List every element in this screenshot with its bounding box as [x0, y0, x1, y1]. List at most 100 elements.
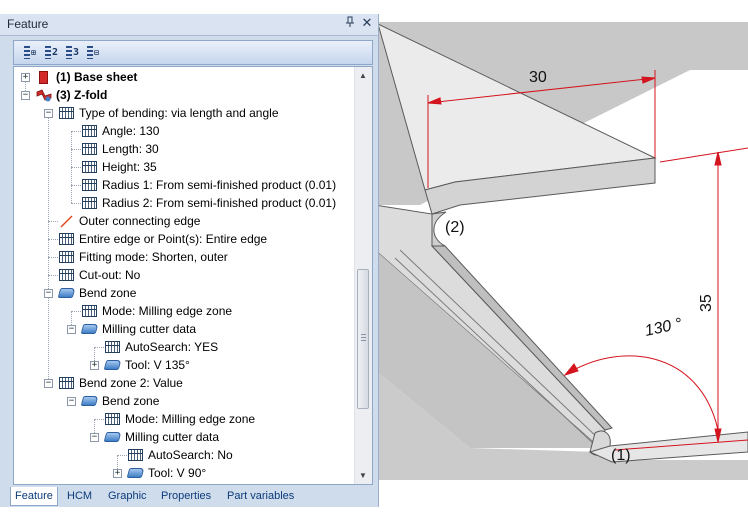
collapse-icon[interactable]: − [44, 108, 53, 118]
tree-item-label: Tool: V 90° [148, 466, 207, 480]
tree-item-label: Angle: 130 [102, 124, 160, 138]
tree-level-icon [66, 46, 72, 59]
bend-zone-icon [80, 324, 99, 334]
tree-item-label: Mode: Milling edge zone [102, 304, 233, 318]
panel-tabs: Feature HCM Graphic Properties Part vari… [0, 486, 378, 507]
dim-angle-arrow [563, 363, 579, 376]
tab-graphic[interactable]: Graphic [108, 490, 147, 502]
tab-part-variables[interactable]: Part variables [227, 490, 295, 502]
table-icon [59, 233, 74, 245]
tree-item-label: Tool: V 135° [125, 358, 190, 372]
tree-item-label: Length: 30 [102, 142, 159, 156]
collapse-icon[interactable]: − [44, 288, 53, 298]
tree-item-label: Bend zone [79, 286, 137, 300]
tree-item-label: (1) Base sheet [56, 70, 138, 84]
tree-expand-icon [24, 46, 30, 59]
expand-icon[interactable]: + [21, 72, 30, 82]
tree-item-label: Outer connecting edge [79, 214, 201, 228]
table-icon [59, 269, 74, 281]
table-icon [82, 305, 97, 317]
dim-length-line [427, 77, 656, 104]
collapse-icon[interactable]: − [21, 90, 30, 100]
panel-titlebar[interactable]: Feature ✕ [0, 14, 378, 36]
bend-zone-icon [103, 360, 122, 370]
dim-height-label: 35 [698, 294, 715, 312]
tree-level-all-button[interactable]: ⊞ [24, 44, 41, 61]
bend-zone-icon [126, 468, 145, 478]
scroll-down-icon[interactable]: ▼ [359, 471, 367, 480]
dim-angle-label: 130 ° [643, 315, 684, 340]
dim-height-ext-top [659, 147, 748, 163]
table-icon [128, 449, 143, 461]
scroll-up-icon[interactable]: ▲ [359, 71, 367, 80]
table-icon [82, 179, 97, 191]
pin-icon[interactable] [343, 16, 357, 31]
feature-panel: Feature ✕ ⊞ 2 3 ⊟ (1) Base sheet + (3) Z-f… [0, 14, 379, 507]
table-icon [82, 143, 97, 155]
tree-item-label: AutoSearch: YES [125, 340, 219, 354]
tree-level-2-button[interactable]: 2 [45, 44, 62, 61]
tab-hcm[interactable]: HCM [67, 490, 93, 502]
tree-collapse-icon [87, 46, 93, 59]
bend-zone-icon [103, 432, 122, 442]
sheet-icon [39, 71, 48, 84]
collapse-icon[interactable]: − [90, 432, 99, 442]
panel-title: Feature [7, 17, 49, 31]
dim-length-label: 30 [529, 69, 547, 86]
tree-item-label: Radius 1: From semi-finished product (0.… [102, 178, 337, 192]
lower-wall-face [375, 250, 600, 448]
table-icon [59, 251, 74, 263]
tree-item-label: Type of bending: via length and angle [79, 106, 279, 120]
expand-icon[interactable]: + [90, 360, 99, 370]
tree-item-label: AutoSearch: No [148, 448, 233, 462]
tab-feature[interactable]: Feature [10, 487, 58, 506]
zfold-icon [36, 89, 52, 107]
dim-height-arrow-top [714, 151, 722, 166]
collapse-icon[interactable]: − [44, 378, 53, 388]
tree-level-3-button[interactable]: 3 [66, 44, 83, 61]
collapse-icon[interactable]: − [67, 396, 76, 406]
tree-item-label: Cut-out: No [79, 268, 141, 282]
bend-zone-icon [57, 288, 76, 298]
tree-item-label: Milling cutter data [125, 430, 220, 444]
tree-item-label: Bend zone [102, 394, 160, 408]
collapse-icon[interactable]: − [67, 324, 76, 334]
web-front-face [430, 245, 613, 431]
tree-item-label: Fitting mode: Shorten, outer [79, 250, 228, 264]
table-icon [82, 161, 97, 173]
tree-item-label: Mode: Milling edge zone [125, 412, 256, 426]
table-icon [105, 341, 120, 353]
feature-tree[interactable]: (1) Base sheet+(3) Z-fold−Type of bendin… [13, 66, 373, 485]
table-icon [105, 413, 120, 425]
dim-length-arrow-left [427, 97, 442, 105]
table-icon [59, 377, 74, 389]
lower-flange-face [375, 370, 748, 480]
table-icon [59, 107, 74, 119]
table-icon [82, 125, 97, 137]
milling-groove [399, 249, 601, 441]
close-icon[interactable]: ✕ [361, 15, 373, 30]
expand-icon[interactable]: + [113, 468, 122, 478]
point-2-label: (2) [445, 219, 465, 236]
dim-height-ext-bottom [614, 439, 748, 451]
tree-item-label: Height: 35 [102, 160, 157, 174]
tree-item-label: Radius 2: From semi-finished product (0.… [102, 196, 337, 210]
table-icon [82, 197, 97, 209]
tree-item-label: Bend zone 2: Value [79, 376, 183, 390]
tree-toolbar: ⊞ 2 3 ⊟ [13, 40, 373, 65]
dim-length-arrow-right [641, 76, 656, 84]
edge-icon [59, 215, 74, 233]
tree-collapse-button[interactable]: ⊟ [87, 44, 104, 61]
tree-scrollbar[interactable]: ▲ ▼ [354, 67, 372, 484]
tree-level-icon [45, 46, 51, 59]
scroll-thumb[interactable] [357, 269, 369, 409]
tree-item-label: Milling cutter data [102, 322, 197, 336]
milling-groove-2 [394, 257, 597, 447]
tab-properties[interactable]: Properties [161, 490, 212, 502]
tree-item-label: Entire edge or Point(s): Entire edge [79, 232, 268, 246]
point-1-label: (1) [611, 447, 631, 464]
tree-item-label: (3) Z-fold [56, 88, 108, 102]
dim-angle-arc [564, 355, 719, 431]
